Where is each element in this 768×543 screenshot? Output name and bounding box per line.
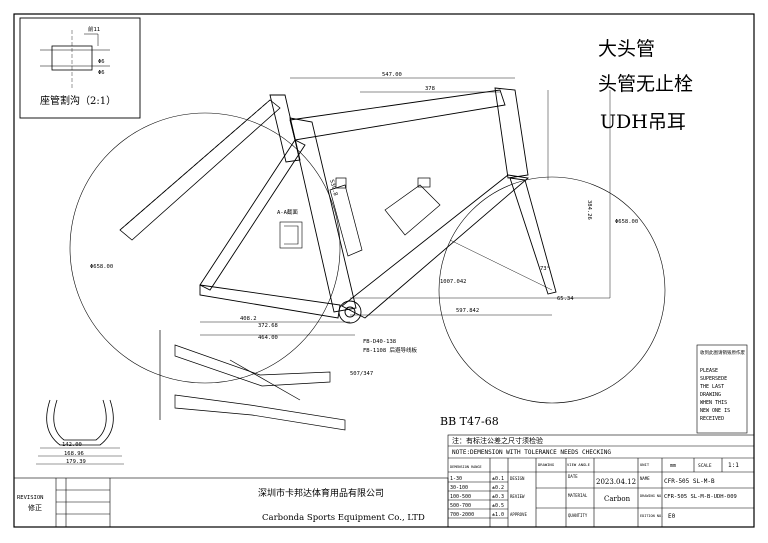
callout-fb-1108: FB-1108 后避导线板: [363, 346, 417, 354]
inset-dim-1: Φ6: [98, 59, 105, 65]
tb-h-drawing: DRAWING: [538, 462, 555, 467]
tb-unit-val: mm: [670, 463, 676, 469]
inset-dim-2: Φ6: [98, 70, 105, 76]
tb-drawing-no: CFR-505 SL-M-B-UDH-009: [664, 494, 737, 500]
stamp-en-6: RECEIVED: [700, 416, 724, 422]
stamp-en-4: WHEN THIS: [700, 400, 727, 406]
tb-h-unit: UNIT: [640, 462, 650, 467]
tb-note-cn: 注：有标注公差之尺寸须检验: [452, 436, 543, 445]
tb-h-tolerance: DEMENSION RANGE: [450, 465, 482, 469]
dim-front-center: 597.842: [456, 308, 479, 314]
rear-wheel: [69, 112, 341, 384]
dim-wheel-rear: Φ658.00: [90, 264, 113, 270]
section-aa-detail: [279, 221, 303, 249]
tb-tol-val-4: ±1.0: [492, 512, 504, 518]
dim-fork-len: 507/347: [350, 371, 373, 377]
inset-title: 座管割沟（2:1）: [40, 94, 116, 107]
dim-seat-angle: 73°: [540, 266, 550, 272]
tb-h-view: VIEW ANGLE: [567, 462, 591, 467]
supersede-stamp: 收到此图请销毁原作废 PLEASE SUPERSEDE THE LAST DRA…: [696, 344, 748, 434]
inset-seat-slot: 前11 Φ6 Φ6 座管割沟（2:1）: [19, 17, 141, 119]
tb-tol-val-2: ±0.3: [492, 494, 504, 500]
bb-standard-label: BB T47-68: [440, 415, 499, 428]
dim-detail-aa: A-A截面: [277, 208, 298, 216]
tb-tol-row-4: 700-2000: [450, 512, 474, 518]
title-block: [447, 434, 755, 528]
tb-tol-row-0: 1-30: [450, 476, 462, 482]
stamp-en-3: DRAWING: [700, 392, 721, 398]
fork-lower-view: [159, 330, 346, 431]
tb-note-en: NOTE:DEMENSION WITH TOLERANCE NEEDS CHEC…: [452, 449, 611, 456]
company-cn: 深圳市卡邦达体育用品有限公司: [258, 487, 384, 499]
tb-tol-row-2: 100-500: [450, 494, 471, 500]
bottle-cages: [329, 177, 441, 257]
tb-h-edition: EDITION NO.: [640, 514, 663, 518]
note-udh: UDH吊耳: [600, 111, 686, 133]
tb-h-review: REVIEW: [510, 494, 525, 499]
tb-h-design: DESIGN: [510, 476, 525, 481]
dim-rear-width-1: 142.00: [62, 442, 82, 448]
dim-chainstay: 408.2: [240, 316, 257, 322]
dim-bb-drop: 65.34: [557, 296, 574, 302]
tb-h-approve: APPROVE: [510, 512, 527, 517]
front-wheel: [438, 176, 666, 404]
company-en: Carbonda Sports Equipment Co., LTD: [262, 513, 425, 523]
tb-h-material: MATERIAL: [568, 493, 588, 498]
dim-head-tube: 384.26: [586, 200, 592, 220]
tb-name: CFR-505 SL-M-B: [664, 478, 715, 485]
stamp-en-5: NEW ONE IS: [700, 408, 730, 414]
frame-outline: [199, 87, 557, 324]
tb-tol-row-1: 30-100: [450, 485, 468, 491]
tb-h-quantity: QUANTITY: [568, 513, 588, 518]
dim-reach: 547.00: [382, 72, 402, 78]
revision-label: REVISION: [17, 495, 44, 501]
note-large-head-tube: 大头管: [598, 38, 655, 60]
revision-cn: 修正: [28, 503, 42, 512]
dim-stay-len: 372.68: [258, 323, 278, 329]
dim-stay-len-2: 464.00: [258, 335, 278, 341]
inset-dim-front: 前11: [88, 25, 100, 33]
company-block: [13, 477, 449, 528]
tb-edition: E0: [668, 513, 676, 520]
tb-date: 2023.04.12: [596, 478, 636, 486]
note-no-stop: 头管无止栓: [598, 73, 693, 95]
dimension-lines: [200, 77, 611, 336]
tb-h-name: NAME: [640, 476, 650, 481]
tb-h-drawing-no: DRAWING NO: [640, 494, 661, 498]
tb-tol-row-3: 500-700: [450, 503, 471, 509]
dim-rear-width-2: 168.96: [64, 451, 84, 457]
rear-plan-view: [36, 399, 124, 465]
dim-seat-tube: 539.8: [328, 179, 338, 197]
tb-h-scale: SCALE: [698, 463, 712, 469]
callout-fb-d40: FB-D40-138: [363, 339, 396, 345]
tb-tol-val-0: ±0.1: [492, 476, 504, 482]
dim-wheel-front: Φ658.00: [615, 219, 638, 225]
stamp-cn: 收到此图请销毁原作废: [700, 349, 745, 356]
tb-tol-val-1: ±0.2: [492, 485, 504, 491]
stamp-en-1: SUPERSEDE: [700, 376, 727, 382]
dim-stack: 378: [425, 86, 435, 92]
stamp-en-2: THE LAST: [700, 384, 724, 390]
tb-h-date: DATE: [568, 474, 578, 479]
stamp-en-0: PLEASE: [700, 368, 718, 374]
dim-wheelbase: 1007.042: [440, 279, 467, 285]
tb-material: Carbon: [604, 495, 631, 503]
tb-tol-val-3: ±0.5: [492, 503, 504, 509]
dim-rear-width-3: 179.39: [66, 459, 86, 465]
tb-scale: 1:1: [728, 462, 739, 469]
seatstay-view: [119, 99, 281, 241]
